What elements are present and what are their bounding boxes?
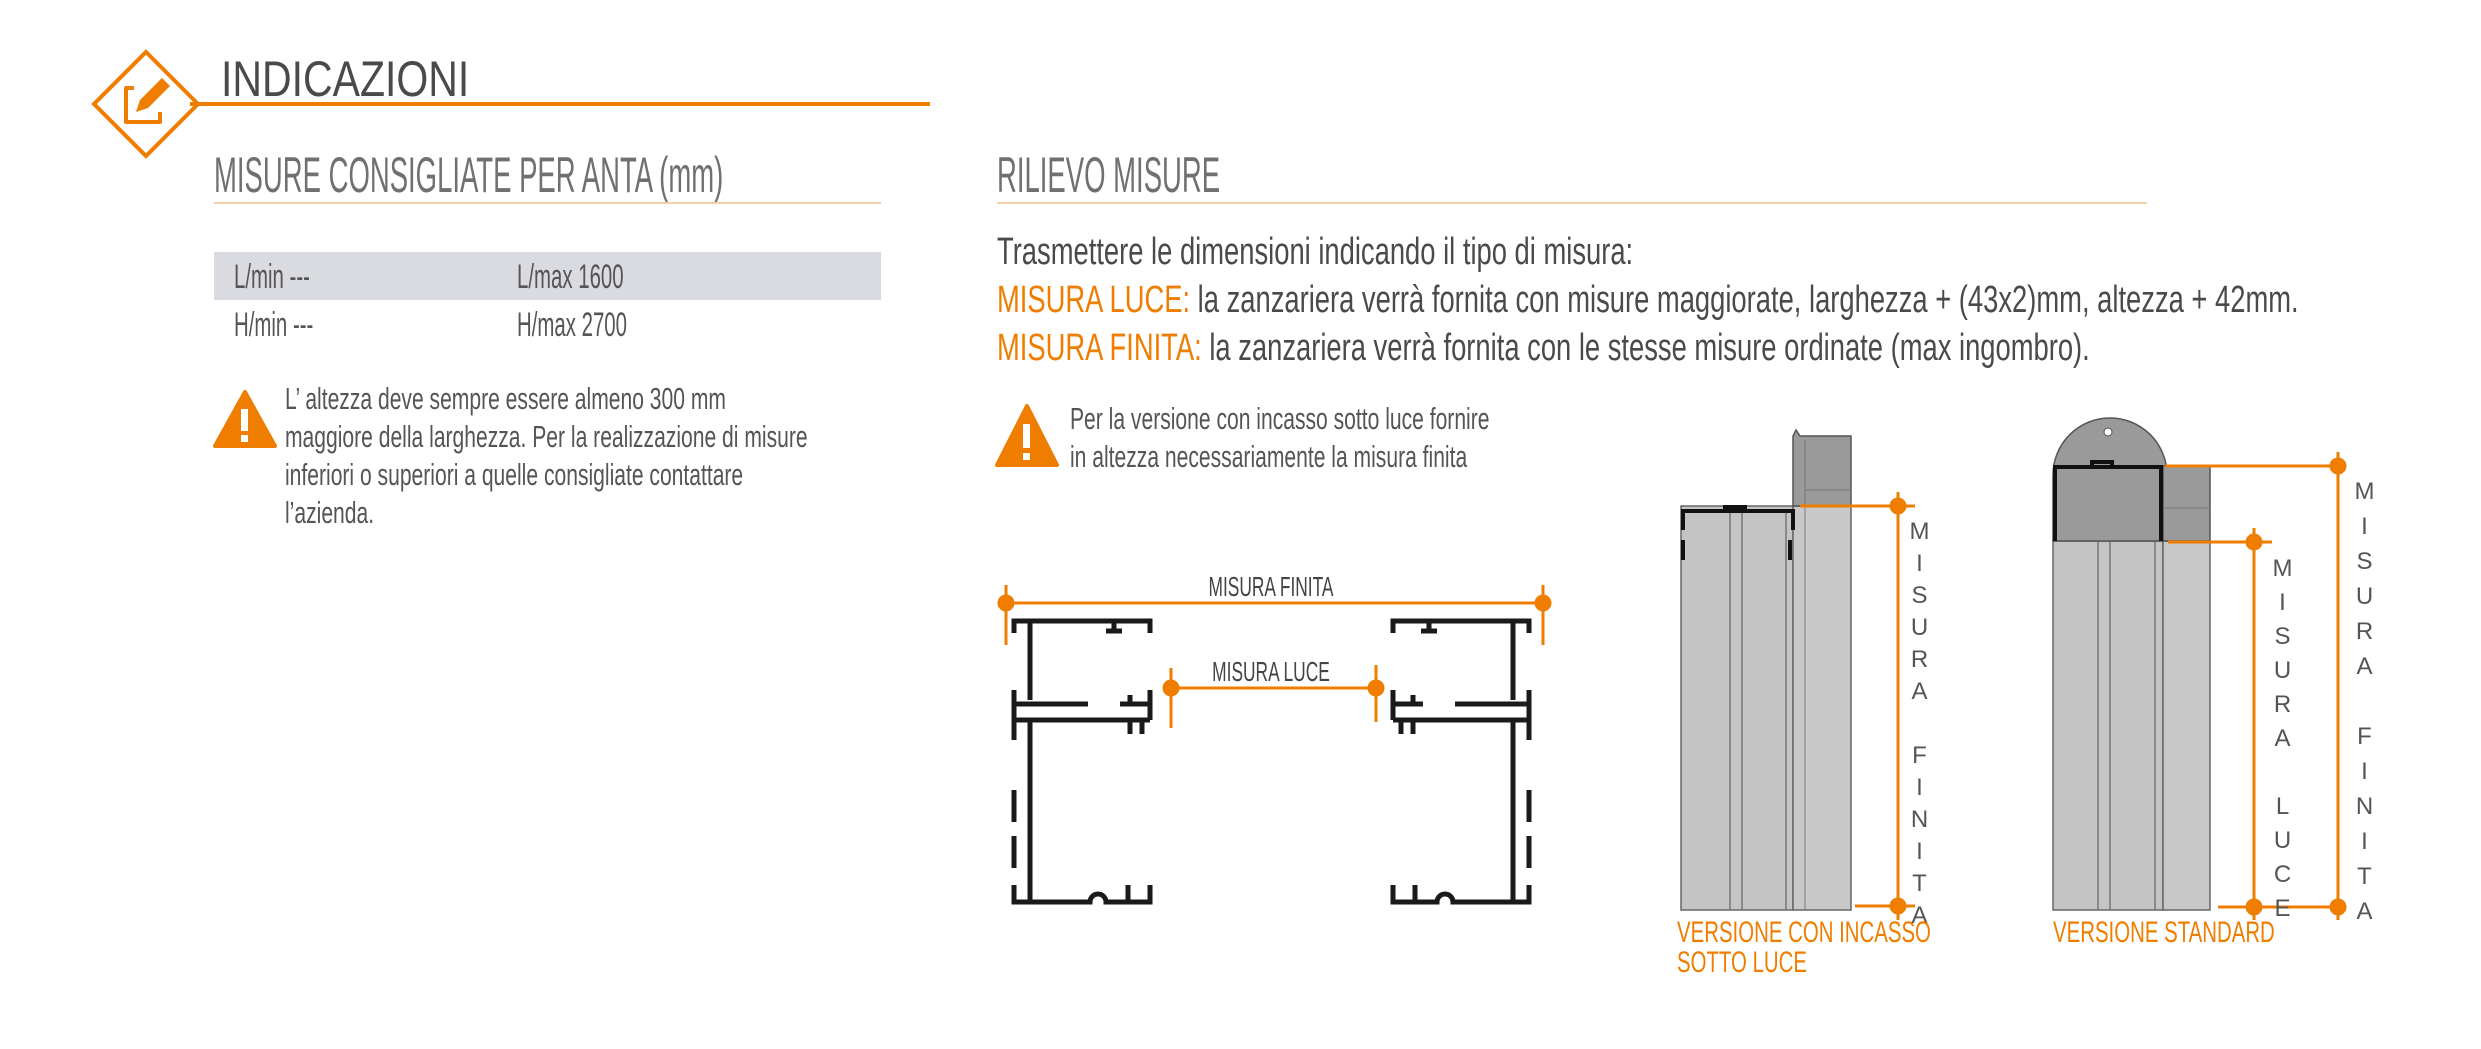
page-title: INDICAZIONI	[221, 51, 470, 107]
plan-luce-label: MISURA LUCE	[1212, 656, 1330, 687]
warning-line: Per la versione con incasso sotto luce f…	[1070, 401, 1490, 436]
plan-finita-label: MISURA FINITA	[1209, 571, 1334, 602]
measurement-heading: RILIEVO MISURE	[997, 147, 1221, 203]
warning-icon	[995, 404, 1059, 467]
right-heading-wrap: RILIEVO MISURE	[997, 146, 1403, 204]
incasso-warning-text: Per la versione con incasso sotto luce f…	[1070, 400, 1687, 476]
plan-section-diagram: MISURA FINITA MISURA LUCE	[997, 571, 1552, 905]
luce-line: MISURA LUCE: la zanzariera verrà fornita…	[997, 276, 2299, 324]
standard-elevation-diagram	[2052, 417, 2347, 920]
table-cell: H/min ---	[234, 306, 314, 344]
table-row: H/min --- H/max 2700	[214, 300, 881, 348]
intro-line: Trasmettere le dimensioni indicando il t…	[997, 231, 1634, 273]
incasso-elevation-diagram	[1680, 428, 1915, 920]
height-warning-text: L’ altezza deve sempre essere almeno 300…	[285, 380, 1054, 532]
warning-line: in altezza necessariamente la misura fin…	[1070, 439, 1468, 474]
luce-text: la zanzariera verrà fornita con misure m…	[1190, 279, 2299, 321]
profile-left	[1011, 618, 1153, 905]
divider	[214, 202, 881, 204]
table-cell: L/min ---	[234, 258, 310, 296]
standard-luce-label: MISURA LUCE	[2269, 555, 2296, 929]
incasso-finita-label: MISURA FINITA	[1906, 518, 1933, 934]
caption-line: VERSIONE STANDARD	[2053, 916, 2275, 949]
measurement-instructions: Trasmettere le dimensioni indicando il t…	[997, 228, 2481, 372]
standard-finita-label: MISURA FINITA	[2351, 478, 2378, 933]
table-row: L/min --- L/max 1600	[214, 252, 881, 300]
warning-line: maggiore della larghezza. Per la realizz…	[285, 419, 808, 454]
dimension-finita	[997, 585, 1552, 645]
finita-text: la zanzariera verrà fornita con le stess…	[1201, 327, 2090, 369]
divider	[997, 202, 2147, 204]
recommended-sizes-heading: MISURE CONSIGLIATE PER ANTA (mm)	[214, 147, 724, 203]
left-heading-wrap: MISURE CONSIGLIATE PER ANTA (mm)	[214, 146, 1140, 204]
finita-line: MISURA FINITA: la zanzariera verrà forni…	[997, 324, 2299, 372]
caption-line: VERSIONE CON INCASSO	[1677, 916, 1931, 949]
warning-line: L’ altezza deve sempre essere almeno 300…	[285, 381, 726, 416]
finita-label: MISURA FINITA:	[997, 327, 1202, 369]
incasso-caption: VERSIONE CON INCASSO SOTTO LUCE	[1677, 918, 2050, 978]
edit-pencil-icon	[91, 49, 201, 159]
profile-right	[1390, 618, 1532, 905]
sizes-table: L/min --- L/max 1600 H/min --- H/max 270…	[214, 252, 881, 348]
warning-icon	[213, 390, 277, 448]
table-cell: L/max 1600	[517, 258, 624, 296]
warning-line: inferiori o superiori a quelle consiglia…	[285, 457, 744, 492]
page-title-wrap: INDICAZIONI	[221, 50, 524, 108]
header-rule	[190, 102, 930, 106]
standard-caption: VERSIONE STANDARD	[2053, 918, 2379, 948]
dimension-luce	[1162, 665, 1385, 728]
caption-line: SOTTO LUCE	[1677, 946, 1807, 979]
warning-line: l’azienda.	[285, 495, 375, 530]
luce-label: MISURA LUCE:	[997, 279, 1191, 321]
table-cell: H/max 2700	[517, 306, 627, 344]
hole	[2103, 427, 2113, 437]
